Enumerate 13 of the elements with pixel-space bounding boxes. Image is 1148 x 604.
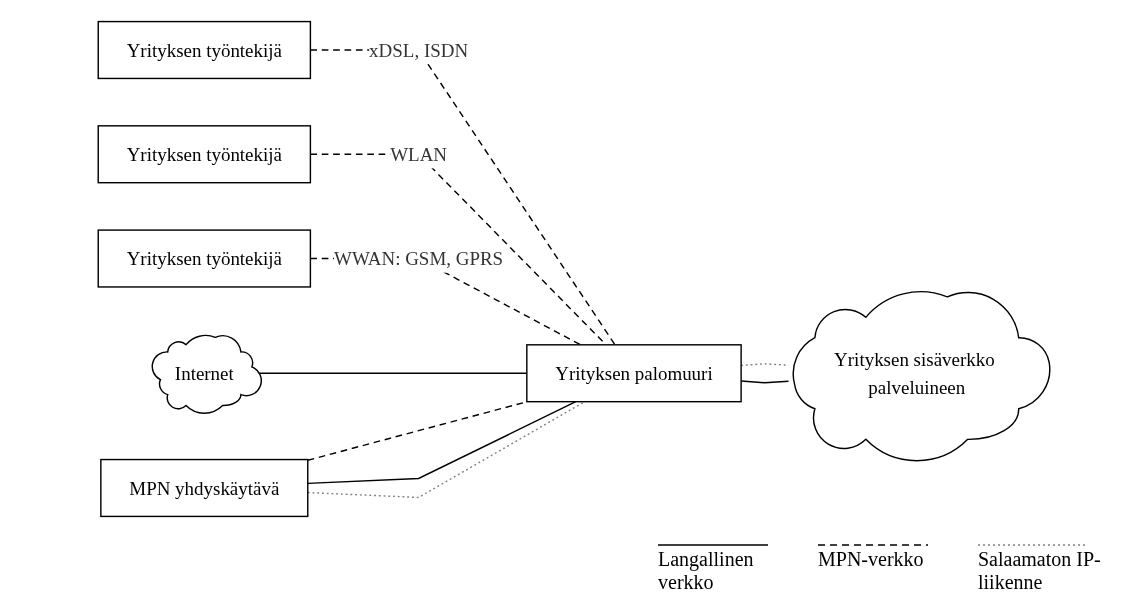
connector bbox=[307, 401, 586, 499]
node-box: Yrityksen työntekijä bbox=[97, 20, 312, 80]
node-box: Yrityksen palomuuri bbox=[526, 344, 742, 403]
edge-label: xDSL, ISDN bbox=[369, 39, 469, 61]
legend-label: Salaamaton IP-liikenne bbox=[978, 548, 1102, 594]
legend-label: Langallinen verkko bbox=[658, 548, 755, 594]
edge-label: WLAN bbox=[390, 143, 448, 165]
node-box: Yrityksen työntekijä bbox=[97, 229, 312, 288]
node-box: MPN yhdyskäytävä bbox=[100, 458, 309, 518]
edge-label: WWAN: GSM, GPRS bbox=[334, 248, 504, 269]
connector bbox=[307, 401, 577, 485]
node-box: Yrityksen työntekijä bbox=[97, 125, 312, 184]
legend-label: MPN-verkko bbox=[818, 548, 924, 571]
